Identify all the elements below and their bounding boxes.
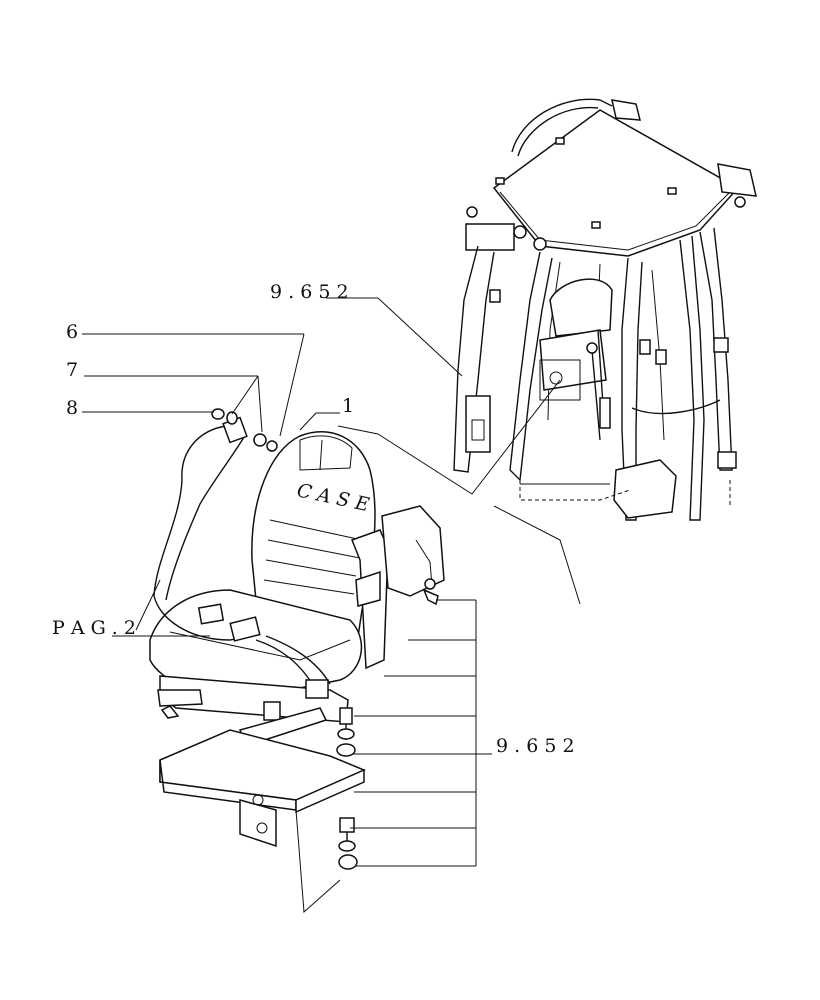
cab-illustration: [453, 98, 757, 521]
mount-reference-label: 9 . 6 5 2: [496, 735, 575, 757]
cab-reference-label: 9 . 6 5 2: [270, 281, 349, 303]
page-reference-label: P A G . 2: [52, 617, 136, 639]
belt-fasteners: [211, 408, 278, 452]
item-8-label: 8: [66, 397, 78, 419]
item-6-label: 6: [66, 321, 78, 343]
leader-lines: [82, 297, 581, 914]
seat-belt: [153, 416, 331, 699]
item-1-label: 1: [342, 395, 354, 417]
item-7-label: 7: [66, 359, 78, 381]
operator-seat: [149, 431, 445, 747]
mounting-plate: [159, 729, 366, 848]
